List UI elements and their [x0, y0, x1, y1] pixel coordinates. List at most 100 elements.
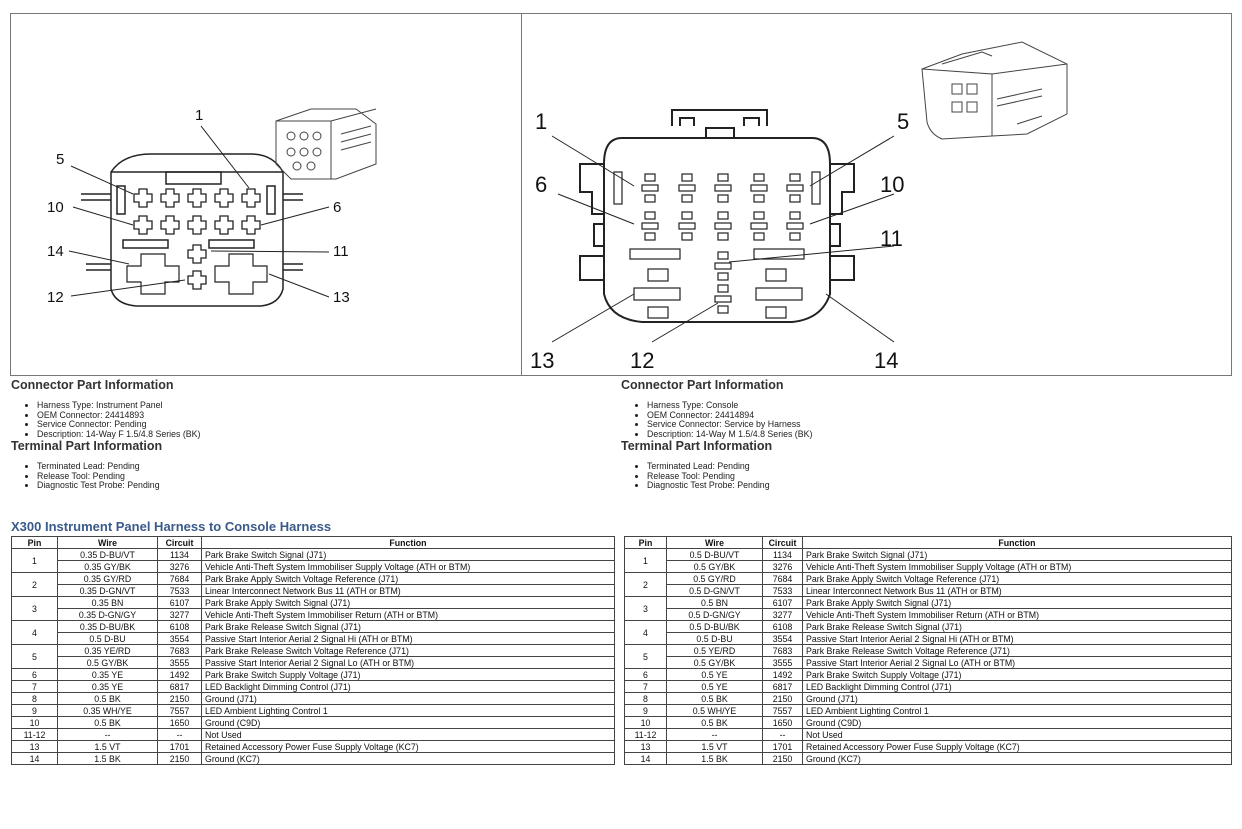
wire-cell: 1.5 VT	[57, 740, 158, 753]
function-cell: Park Brake Release Switch Voltage Refere…	[802, 644, 1232, 657]
pin-cell: 3	[624, 596, 667, 621]
left-callout-13: 13	[333, 289, 350, 306]
function-cell: Retained Accessory Power Fuse Supply Vol…	[802, 740, 1232, 753]
circuit-cell: 1134	[157, 548, 202, 561]
right-callout-13: 13	[530, 348, 554, 373]
function-cell: LED Ambient Lighting Control 1	[201, 704, 615, 717]
wire-cell: 0.35 YE/RD	[57, 644, 158, 657]
circuit-cell: 7533	[762, 584, 803, 597]
pin-cell: 1	[11, 548, 58, 573]
circuit-cell: 6108	[157, 620, 202, 633]
function-cell: Park Brake Apply Switch Signal (J71)	[802, 596, 1232, 609]
pin-terminal	[644, 194, 656, 203]
right-callout-6: 6	[535, 172, 547, 197]
function-cell: Ground (J71)	[802, 692, 1232, 705]
pin-terminal	[789, 232, 801, 241]
wire-cell: 0.35 D-GN/VT	[57, 584, 158, 597]
left-callout-6: 6	[333, 199, 341, 216]
col-header-wire: Wire	[666, 536, 763, 549]
right-slots	[613, 171, 821, 319]
wire-cell: 0.5 BK	[57, 692, 158, 705]
function-cell: Passive Start Interior Aerial 2 Signal L…	[802, 656, 1232, 669]
function-cell: Park Brake Apply Switch Signal (J71)	[201, 596, 615, 609]
left-callout-10: 10	[47, 199, 64, 216]
wire-cell: 0.5 YE	[666, 668, 763, 681]
circuit-cell: 6108	[762, 620, 803, 633]
right-callout-5: 5	[897, 109, 909, 134]
pin-terminal	[714, 295, 732, 303]
col-header-circuit: Circuit	[157, 536, 202, 549]
wire-cell: 0.35 BN	[57, 596, 158, 609]
wire-cell: 0.5 YE/RD	[666, 644, 763, 657]
table-row: 11-12----Not Used	[11, 728, 615, 741]
pin-cell: 2	[624, 572, 667, 597]
right-terminal-info-list: Terminated Lead: Pending Release Tool: P…	[621, 461, 812, 491]
circuit-cell: 1134	[762, 548, 803, 561]
circuit-cell: 3554	[157, 632, 202, 645]
pin-cell: 14	[11, 752, 58, 765]
wire-cell: 0.35 GY/BK	[57, 560, 158, 573]
wire-cell: 1.5 BK	[57, 752, 158, 765]
col-header-function: Function	[802, 536, 1232, 549]
pin-terminal	[678, 184, 696, 192]
table-header-row: Pin Wire Circuit Function	[11, 536, 615, 549]
wire-cell: 1.5 VT	[666, 740, 763, 753]
list-item: Diagnostic Test Probe: Pending	[37, 480, 200, 491]
pin-terminal	[789, 194, 801, 203]
circuit-cell: --	[762, 728, 803, 741]
list-item: Harness Type: Instrument Panel	[37, 400, 200, 411]
left-connector-info-list: Harness Type: Instrument Panel OEM Conne…	[11, 400, 200, 440]
pin-terminal	[714, 184, 732, 192]
left-callout-14: 14	[47, 243, 64, 260]
list-item: Release Tool: Pending	[647, 471, 812, 482]
pin-terminal	[714, 222, 732, 230]
circuit-cell: 2150	[157, 752, 202, 765]
circuit-cell: 7557	[762, 704, 803, 717]
pin-cavity	[133, 215, 153, 235]
pin-cell: 8	[11, 692, 58, 705]
list-item: Description: 14-Way M 1.5/4.8 Series (BK…	[647, 429, 812, 440]
pin-cavity	[133, 188, 153, 208]
function-cell: Park Brake Release Switch Signal (J71)	[802, 620, 1232, 633]
circuit-cell: 2150	[762, 692, 803, 705]
pin-cell: 5	[11, 644, 58, 669]
list-item: Release Tool: Pending	[37, 471, 200, 482]
list-item: OEM Connector: 24414893	[37, 410, 200, 421]
function-cell: Vehicle Anti-Theft System Immobiliser Re…	[201, 608, 615, 621]
wire-cell: 0.35 D-BU/VT	[57, 548, 158, 561]
circuit-cell: 7557	[157, 704, 202, 717]
list-item: Terminated Lead: Pending	[647, 461, 812, 472]
circuit-cell: 6107	[762, 596, 803, 609]
pin-terminal	[717, 251, 729, 260]
pin-cell: 11-12	[624, 728, 667, 741]
function-cell: Vehicle Anti-Theft System Immobiliser Su…	[201, 560, 615, 573]
wire-cell: 0.5 BK	[57, 716, 158, 729]
pin-terminal	[641, 222, 659, 230]
pin-cell: 11-12	[11, 728, 58, 741]
function-cell: Park Brake Switch Signal (J71)	[802, 548, 1232, 561]
left-callout-11: 11	[333, 243, 349, 260]
circuit-cell: 7683	[762, 644, 803, 657]
right-callout-leaders	[551, 135, 895, 343]
pin-cavity	[187, 270, 207, 290]
wire-cell: 0.5 GY/BK	[666, 656, 763, 669]
right-connector-info-heading: Connector Part Information	[621, 378, 784, 392]
pin-terminal	[717, 232, 729, 241]
circuit-cell: 3555	[762, 656, 803, 669]
diagram-divider	[521, 14, 522, 375]
left-callout-1: 1	[195, 107, 203, 124]
list-item: Description: 14-Way F 1.5/4.8 Series (BK…	[37, 429, 200, 440]
circuit-cell: 3554	[762, 632, 803, 645]
